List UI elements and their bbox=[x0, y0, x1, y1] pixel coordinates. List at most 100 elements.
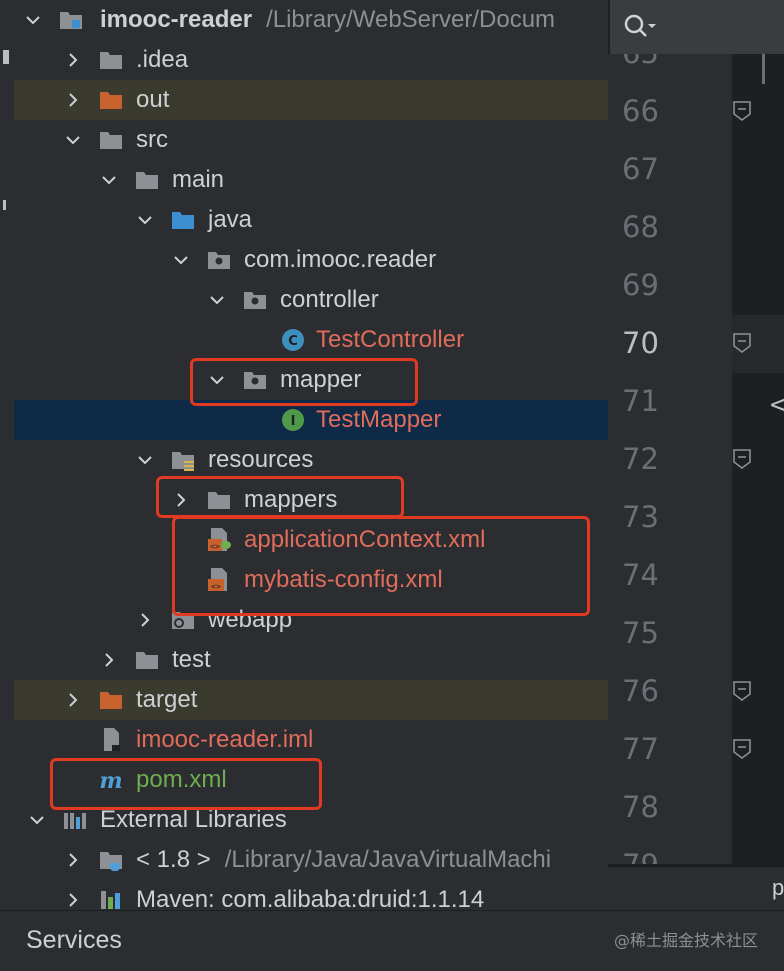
tree-row-target[interactable]: target bbox=[14, 680, 608, 720]
maven-icon: m bbox=[98, 767, 124, 793]
chevron-down-icon[interactable] bbox=[134, 449, 156, 471]
tree-row-java[interactable]: java bbox=[14, 200, 608, 240]
search-icon[interactable] bbox=[622, 12, 658, 47]
chevron-down-icon[interactable] bbox=[170, 249, 192, 271]
tree-label-java: java bbox=[208, 206, 253, 233]
tree-row-mappers[interactable]: mappers bbox=[14, 480, 608, 520]
chevron-right-icon[interactable] bbox=[170, 489, 192, 511]
chevron-right-icon[interactable] bbox=[62, 889, 84, 910]
strip-marker bbox=[3, 200, 6, 210]
tree-row-jdk[interactable]: < 1.8 >/Library/Java/JavaVirtualMachi bbox=[14, 840, 608, 880]
line-number: 66 bbox=[622, 94, 659, 128]
line-number: 73 bbox=[622, 500, 659, 534]
chevron-right-icon[interactable] bbox=[134, 609, 156, 631]
chevron-down-icon[interactable] bbox=[206, 289, 228, 311]
tree-row-idea[interactable]: .idea bbox=[14, 40, 608, 80]
code-fragment: < bbox=[770, 390, 784, 420]
services-tool-window-bar[interactable]: Services @稀土掘金技术社区 bbox=[0, 910, 784, 971]
search-field[interactable] bbox=[610, 0, 784, 54]
tree-row-mapper[interactable]: mapper bbox=[14, 360, 608, 400]
module-file-icon bbox=[98, 727, 124, 753]
tree-row-application-context[interactable]: <> applicationContext.xml bbox=[14, 520, 608, 560]
line-number: 72 bbox=[622, 442, 659, 476]
tool-window-strip bbox=[0, 0, 15, 910]
chevron-right-icon[interactable] bbox=[62, 89, 84, 111]
java-class-icon: C bbox=[280, 327, 306, 353]
tree-row-pom[interactable]: m pom.xml bbox=[14, 760, 608, 800]
source-root-folder-icon bbox=[170, 207, 196, 233]
chevron-down-icon[interactable] bbox=[98, 169, 120, 191]
tree-label-pom: pom.xml bbox=[136, 766, 227, 793]
fold-marker-icon[interactable] bbox=[732, 680, 752, 702]
web-folder-icon bbox=[170, 607, 196, 633]
code-fragment-top bbox=[762, 54, 765, 84]
tree-row-package[interactable]: com.imooc.reader bbox=[14, 240, 608, 280]
chevron-right-icon[interactable] bbox=[62, 689, 84, 711]
services-tab[interactable]: Services bbox=[26, 926, 122, 954]
chevron-down-icon[interactable] bbox=[206, 369, 228, 391]
tree-row-out[interactable]: out bbox=[14, 80, 608, 120]
tree-row-mybatis-config[interactable]: <> mybatis-config.xml bbox=[14, 560, 608, 600]
tree-row-external-libraries[interactable]: External Libraries bbox=[14, 800, 608, 840]
chevron-down-icon[interactable] bbox=[62, 129, 84, 151]
tree-row-test-controller[interactable]: C TestController bbox=[14, 320, 608, 360]
tree-row-maven-druid[interactable]: Maven: com.alibaba:druid:1.1.14 bbox=[14, 880, 608, 910]
tree-label-test-controller: TestController bbox=[316, 326, 465, 353]
fold-marker-icon[interactable] bbox=[732, 738, 752, 760]
tree-row-resources[interactable]: resources bbox=[14, 440, 608, 480]
line-number: 71 bbox=[622, 384, 659, 418]
tree-label-test-mapper: TestMapper bbox=[316, 406, 442, 433]
package-icon bbox=[242, 367, 268, 393]
chevron-down-icon[interactable] bbox=[134, 209, 156, 231]
tree-row-project-root[interactable]: imooc-reader/Library/WebServer/Docum bbox=[14, 0, 608, 40]
project-path: /Library/WebServer/Docum bbox=[266, 6, 556, 33]
tree-row-test[interactable]: test bbox=[14, 640, 608, 680]
fold-marker-icon[interactable] bbox=[732, 448, 752, 470]
tree-label-src: src bbox=[136, 126, 168, 153]
tree-label-mapper: mapper bbox=[280, 366, 362, 393]
project-name: imooc-reader bbox=[100, 6, 253, 33]
fold-marker-icon[interactable] bbox=[732, 100, 752, 122]
spring-xml-file-icon: <> bbox=[206, 527, 232, 553]
chevron-right-icon[interactable] bbox=[62, 849, 84, 871]
tree-label-main: main bbox=[172, 166, 225, 193]
tree-label-mappers: mappers bbox=[244, 486, 338, 513]
folder-icon bbox=[134, 167, 160, 193]
tree-row-iml[interactable]: imooc-reader.iml bbox=[14, 720, 608, 760]
chevron-down-icon[interactable] bbox=[22, 9, 44, 31]
line-number: 74 bbox=[622, 558, 659, 592]
svg-text:<>: <> bbox=[211, 582, 221, 591]
code-area[interactable] bbox=[732, 54, 784, 864]
tree-label-target: target bbox=[136, 686, 198, 713]
library-icon bbox=[98, 887, 124, 910]
package-icon bbox=[206, 247, 232, 273]
svg-text:<>: <> bbox=[210, 542, 220, 551]
tree-row-test-mapper[interactable]: I TestMapper bbox=[14, 400, 608, 440]
fold-marker-icon[interactable] bbox=[732, 332, 752, 354]
line-number: 77 bbox=[622, 732, 659, 766]
tree-label-maven-druid: Maven: com.alibaba:druid:1.1.14 bbox=[136, 886, 485, 910]
project-tree[interactable]: imooc-reader/Library/WebServer/Docum .id… bbox=[14, 0, 608, 910]
editor-bottom-strip: p bbox=[608, 866, 784, 911]
tree-row-controller[interactable]: controller bbox=[14, 280, 608, 320]
tree-row-webapp[interactable]: webapp bbox=[14, 600, 608, 640]
chevron-right-icon[interactable] bbox=[62, 49, 84, 71]
resources-folder-icon bbox=[170, 447, 196, 473]
line-number: 79 bbox=[622, 848, 659, 864]
jdk-icon bbox=[98, 847, 124, 873]
tree-label-application-context: applicationContext.xml bbox=[244, 526, 486, 553]
line-number: 76 bbox=[622, 674, 659, 708]
strip-marker bbox=[3, 50, 9, 64]
chevron-right-icon[interactable] bbox=[98, 649, 120, 671]
line-number: 65 bbox=[622, 54, 659, 70]
tree-row-main[interactable]: main bbox=[14, 160, 608, 200]
module-folder-icon bbox=[58, 7, 84, 33]
jdk-version: < 1.8 > bbox=[136, 846, 211, 873]
tree-row-src[interactable]: src bbox=[14, 120, 608, 160]
line-number: 68 bbox=[622, 210, 659, 244]
tree-label-controller: controller bbox=[280, 286, 379, 313]
chevron-down-icon[interactable] bbox=[26, 809, 48, 831]
tree-label-external-libraries: External Libraries bbox=[100, 806, 287, 833]
folder-icon bbox=[206, 487, 232, 513]
folder-icon bbox=[98, 127, 124, 153]
